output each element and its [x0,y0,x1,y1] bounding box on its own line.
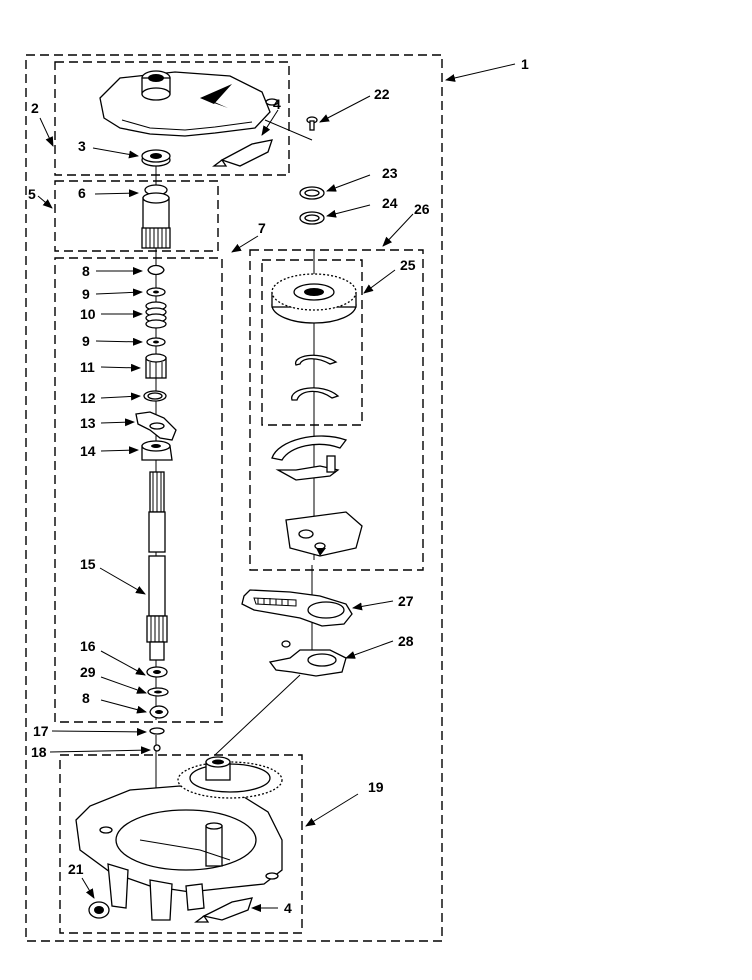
group-box-19 [59,754,303,934]
callout-8-top: 8 [82,263,90,279]
callout-28: 28 [398,633,414,649]
seal-part-21 [88,901,110,919]
ring-part-12 [143,390,167,402]
grease-tube-bottom [194,897,253,923]
callout-25: 25 [400,257,416,273]
spring-part-10 [145,301,167,329]
washer-part-29 [147,687,169,697]
assembly-outline-1 [25,54,443,942]
callout-13: 13 [80,415,96,431]
callout-22: 22 [374,86,390,102]
callout-16: 16 [80,638,96,654]
callout-9-lower: 9 [82,333,90,349]
group-box-5 [54,180,219,252]
callout-10: 10 [80,306,96,322]
shaft-part-15 [146,471,168,661]
group-box-7 [54,257,223,723]
washer-part-16 [146,666,168,678]
callout-3: 3 [78,138,86,154]
callout-7: 7 [258,220,266,236]
washer-part-23 [299,186,325,200]
callout-1: 1 [521,56,529,72]
callout-17: 17 [33,723,49,739]
callout-labels: 1 2 3 4 5 6 7 8 9 10 9 11 12 13 14 15 16… [28,56,529,916]
cam-part-13 [135,411,177,441]
callout-12: 12 [80,390,96,406]
ball-part-18 [153,744,161,752]
screw-part-22 [306,116,318,131]
washer-part-17 [149,727,165,735]
dog-part-11 [145,353,167,379]
leader-lines [37,63,516,912]
gearcase-base-part-19 [75,756,283,921]
callout-24: 24 [382,195,398,211]
clip-part-8-top [147,264,165,276]
callout-9-top: 9 [82,286,90,302]
callout-19: 19 [368,779,384,795]
callout-4-top: 4 [273,96,281,112]
callout-18: 18 [31,744,47,760]
callout-21: 21 [68,861,84,877]
callout-27: 27 [398,593,414,609]
clip-part-8-bottom [149,705,169,719]
callout-4-bottom: 4 [284,900,292,916]
callout-26: 26 [414,201,430,217]
group-box-2 [54,61,290,176]
callout-2: 2 [31,100,39,116]
group-box-26 [249,249,424,571]
shift-arm-assembly [271,435,363,557]
callout-5: 5 [28,186,36,202]
seal-part-3 [141,149,171,167]
pinion-part-6 [141,184,171,249]
callout-14: 14 [80,443,96,459]
callout-23: 23 [382,165,398,181]
gear-part-25 [271,273,357,324]
callout-6: 6 [78,185,86,201]
callout-8-bottom: 8 [82,690,90,706]
clip-ring-upper [295,354,338,366]
washer-part-9-top [146,287,166,297]
callout-29: 29 [80,664,96,680]
clip-ring-lower [291,387,340,401]
fork-part-28 [268,640,347,677]
washer-part-9-lower [146,337,166,347]
callout-15: 15 [80,556,96,572]
drive-part-14 [141,440,173,461]
washer-part-24 [299,211,325,225]
callout-11: 11 [80,359,95,375]
group-box-25 [261,259,363,426]
rack-part-27 [241,589,353,627]
gearcase-cover [99,70,279,137]
grease-tube-top [212,139,273,167]
